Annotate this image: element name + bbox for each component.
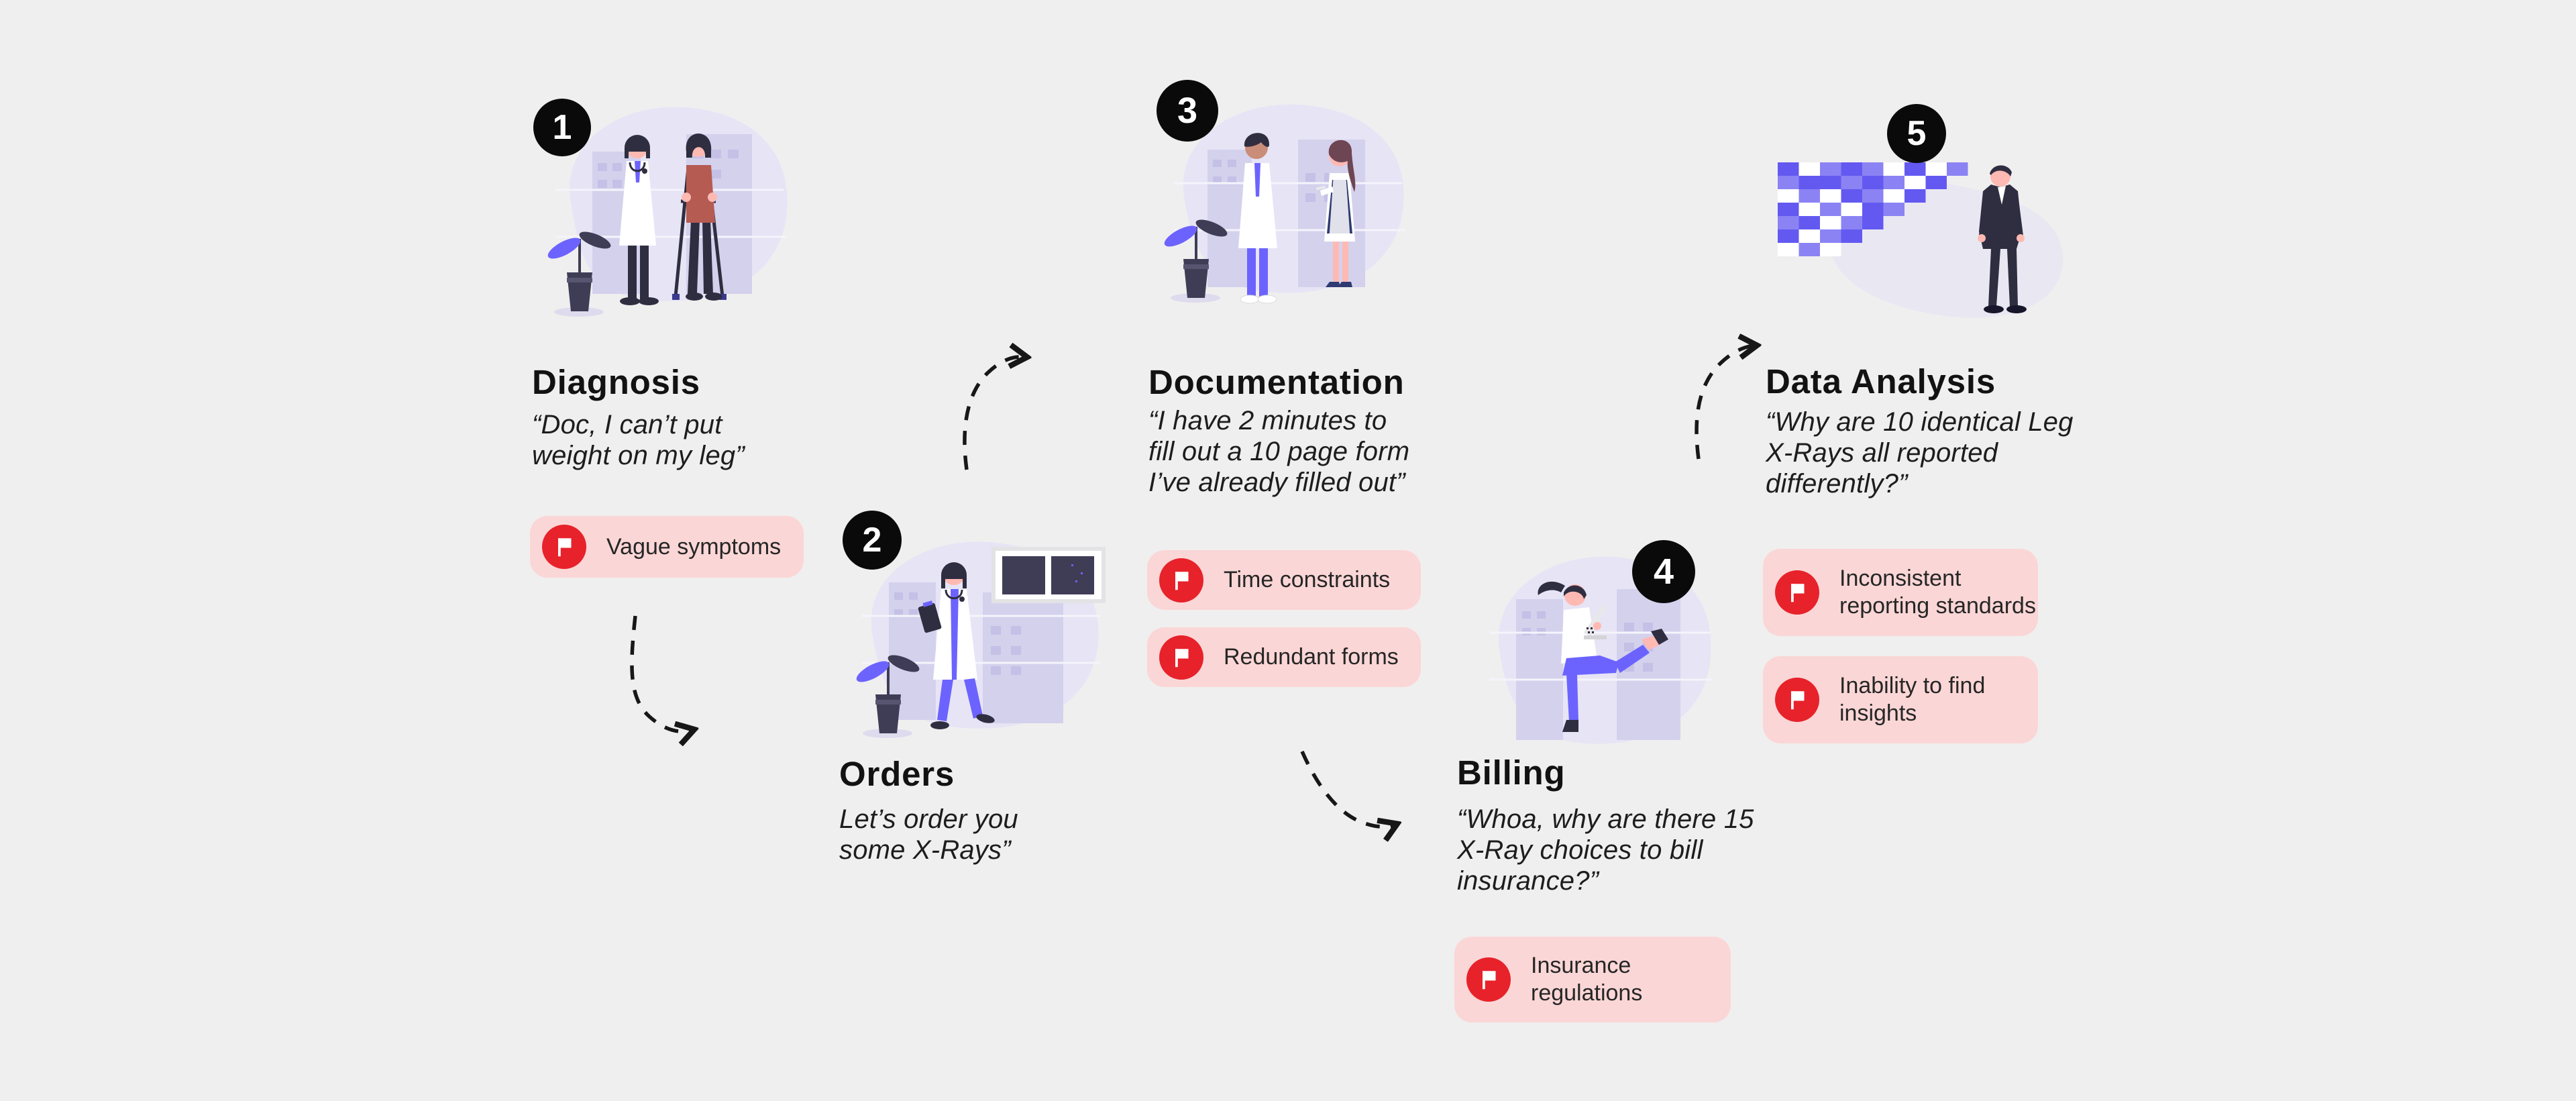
quote-line: some X-Rays” [839, 835, 1011, 865]
plant [1164, 219, 1228, 298]
step-1-title: Diagnosis [532, 363, 700, 401]
flag-chip-time-constraints: Time constraints [1147, 550, 1421, 610]
quote-line: X-Ray choices to bill [1457, 835, 1703, 865]
quote-line: I’ve already filled out” [1148, 468, 1405, 497]
flag-icon [1466, 957, 1511, 1002]
plant [547, 231, 611, 311]
step-5-quote: “Why are 10 identical Leg X-Rays all rep… [1766, 407, 2074, 499]
flag-label: Insurance regulations [1531, 953, 1643, 1006]
female-doctor [1316, 140, 1356, 287]
step-4-badge: 4 [1632, 540, 1695, 603]
patient-on-crutches [672, 134, 727, 301]
flag-label: Vague symptoms [606, 533, 782, 560]
step-2-badge: 2 [843, 511, 902, 570]
illustration-orders [856, 541, 1106, 738]
arrow-diagnosis-to-orders [630, 615, 692, 731]
flag-icon [1159, 635, 1203, 680]
quote-line: weight on my leg” [532, 441, 745, 470]
flag-label: Redundant forms [1224, 644, 1399, 670]
step-3-badge: 3 [1157, 80, 1218, 142]
flag-chip-insurance-regulations: Insurance regulations [1454, 937, 1731, 1023]
step-5-badge: 5 [1887, 104, 1946, 163]
doctor-figure [619, 135, 659, 305]
plant-shadow [554, 307, 604, 317]
step-3-number: 3 [1177, 91, 1198, 131]
arrow-billing-to-data-analysis [1695, 346, 1755, 460]
illustration-diagnosis [547, 107, 788, 317]
flag-icon [1775, 678, 1819, 722]
quote-line: “Why are 10 identical Leg [1766, 407, 2074, 437]
quote-line: X-Rays all reported [1766, 438, 1998, 468]
male-doctor [1238, 133, 1277, 304]
step-5-number: 5 [1907, 114, 1927, 153]
quote-line: insurance?” [1457, 866, 1599, 896]
data-grid [1778, 162, 1968, 256]
flag-chip-redundant-forms: Redundant forms [1147, 627, 1421, 687]
flag-icon [542, 525, 586, 569]
quote-line: “Doc, I can’t put [532, 410, 722, 439]
woman-with-laptop [1538, 581, 1668, 732]
step-1-badge: 1 [533, 99, 591, 156]
flag-label: Inability to find insights [1839, 673, 1986, 726]
step-2-title: Orders [839, 755, 955, 793]
flag-icon [1775, 570, 1819, 615]
arrow-documentation-to-billing [1300, 750, 1395, 827]
xray-viewer [991, 547, 1106, 603]
quote-line: “I have 2 minutes to [1148, 406, 1387, 435]
laptop [1584, 605, 1607, 639]
step-1-quote: “Doc, I can’t put weight on my leg” [532, 409, 745, 471]
illustration-data-analysis [1778, 162, 2063, 318]
flag-icon [1159, 558, 1203, 602]
man-in-suit [1978, 165, 2027, 313]
quote-line: fill out a 10 page form [1148, 437, 1410, 466]
step-2-number: 2 [862, 521, 882, 560]
step-5-title: Data Analysis [1766, 362, 1996, 401]
step-2-quote: Let’s order you some X-Rays” [839, 804, 1018, 866]
doctor-with-clipboard [918, 562, 995, 729]
step-1-number: 1 [552, 108, 572, 147]
step-4-number: 4 [1653, 552, 1674, 592]
quote-line: differently?” [1766, 469, 1908, 499]
flag-label: Time constraints [1224, 567, 1391, 592]
plant [856, 655, 920, 733]
step-3-quote: “I have 2 minutes to fill out a 10 page … [1148, 405, 1409, 498]
step-3-title: Documentation [1148, 363, 1405, 401]
illustration-billing [1489, 556, 1713, 744]
arrow-orders-to-documentation [963, 357, 1025, 470]
step-4-title: Billing [1457, 753, 1566, 792]
quote-line: “Whoa, why are there 15 [1457, 804, 1754, 834]
step-4-quote: “Whoa, why are there 15 X-Ray choices to… [1457, 804, 1754, 896]
flag-chip-inability-insights: Inability to find insights [1763, 656, 2038, 743]
illustration-documentation [1164, 104, 1405, 304]
flag-chip-vague-symptoms: Vague symptoms [530, 516, 804, 578]
flag-label: Inconsistent reporting standards [1839, 566, 2036, 619]
quote-line: Let’s order you [839, 804, 1018, 834]
flag-chip-inconsistent-reporting: Inconsistent reporting standards [1763, 549, 2038, 636]
